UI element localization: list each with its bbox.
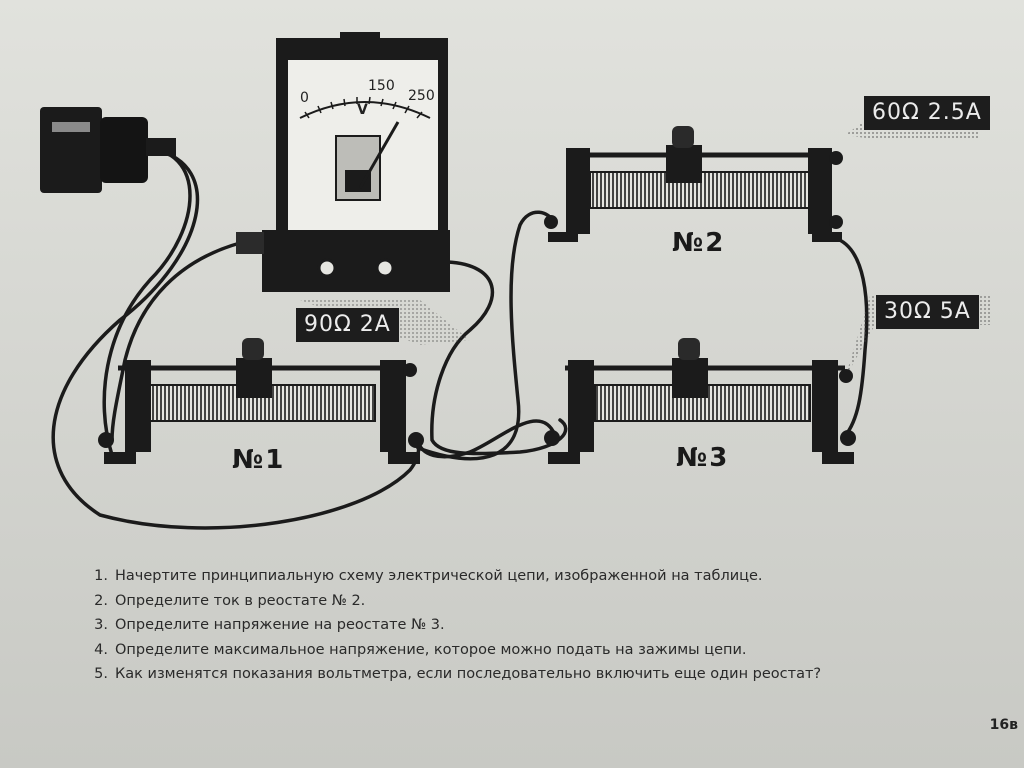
- r2-terminal-right: [829, 215, 843, 229]
- meter-unit: V: [357, 102, 368, 118]
- rheostat-3: [544, 296, 990, 464]
- question-number: 4.: [94, 641, 108, 658]
- question-text: Определите напряжение на реостате № 3.: [115, 617, 445, 633]
- meter-terminal-left: [317, 258, 337, 278]
- rheostat-1: [98, 338, 424, 464]
- rheostat-1-rating: 90Ω 2A: [296, 308, 399, 342]
- meter-terminal-right: [375, 258, 395, 278]
- question-text: Начертите принципиальную схему электриче…: [115, 568, 763, 584]
- question-item: 5. Как изменятся показания вольтметра, ес…: [82, 662, 982, 687]
- wire-meter-to-r2: [430, 260, 568, 456]
- meter-scale-250: 250: [408, 88, 435, 104]
- question-number: 2.: [94, 592, 108, 609]
- question-item: 2. Определите ток в реостате № 2.: [82, 589, 982, 614]
- wire-r1-to-r2: [416, 210, 555, 461]
- wire-plug-to-r1-end: [51, 148, 421, 530]
- rheostat-1-label: №1: [232, 445, 286, 475]
- rheostat-2-rating: 60Ω 2.5A: [864, 96, 990, 130]
- rheostat-2-label: №2: [672, 228, 726, 258]
- question-number: 3.: [94, 617, 108, 633]
- rheostat-3-label: №3: [676, 443, 730, 473]
- question-item: 3. Определите напряжение на реостате № 3.: [82, 613, 982, 638]
- r3-terminal-left: [544, 430, 560, 446]
- r3-terminal-right: [840, 430, 856, 446]
- wire-plug-to-r1: [102, 144, 192, 457]
- question-list: 1. Начертите принципиальную схему электри…: [82, 564, 982, 687]
- question-text: Определите максимальное напряжение, кото…: [115, 641, 747, 658]
- question-text: Определите ток в реостате № 2.: [115, 592, 366, 609]
- r1-terminal-left: [98, 432, 114, 448]
- r2-terminal-left: [544, 215, 558, 229]
- question-item: 4. Определите максимальное напряжение, ко…: [82, 638, 982, 663]
- meter-scale-150: 150: [368, 78, 395, 94]
- r1-terminal-right: [408, 432, 424, 448]
- meter-needle: [358, 121, 400, 189]
- circuit-diagram: [40, 32, 990, 530]
- meter-scale-0: 0: [300, 90, 309, 106]
- question-text: Как изменятся показания вольтметра, если…: [115, 666, 822, 682]
- wire-r2-to-r3: [833, 236, 869, 438]
- question-item: 1. Начертите принципиальную схему электри…: [82, 564, 982, 589]
- question-number: 1.: [94, 568, 108, 584]
- question-number: 5.: [94, 666, 108, 682]
- voltmeter: [236, 32, 470, 345]
- wire-r3-to-r1: [416, 419, 557, 459]
- power-plug: [40, 107, 176, 193]
- page-number: 16в: [989, 717, 1018, 733]
- wires: [51, 144, 869, 530]
- rheostat-3-rating: 30Ω 5A: [876, 295, 979, 329]
- wire-meter-to-r1: [110, 241, 242, 442]
